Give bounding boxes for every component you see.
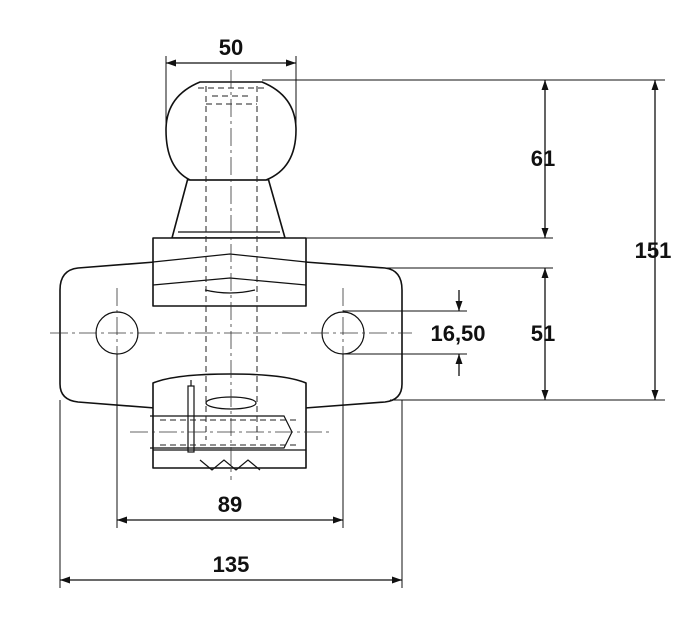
ball-neck (171, 177, 286, 239)
hole-spacing-label: 89 (218, 492, 242, 517)
overall-height-label: 151 (635, 238, 672, 263)
extension-lines (59, 56, 665, 588)
plate-height-label: 51 (531, 321, 555, 346)
lower-clamp-block (150, 373, 307, 471)
hole-diameter-label: 16,50 (430, 321, 485, 346)
hidden-lines (160, 86, 300, 446)
ball-diameter-label: 50 (219, 35, 243, 60)
ball-height-label: 61 (531, 146, 555, 171)
dimension-labels: 50 61 151 51 16,50 89 135 (213, 35, 672, 577)
upper-clamp-block (152, 237, 307, 307)
plate-width-label: 135 (213, 552, 250, 577)
dimension-lines (60, 59, 659, 584)
